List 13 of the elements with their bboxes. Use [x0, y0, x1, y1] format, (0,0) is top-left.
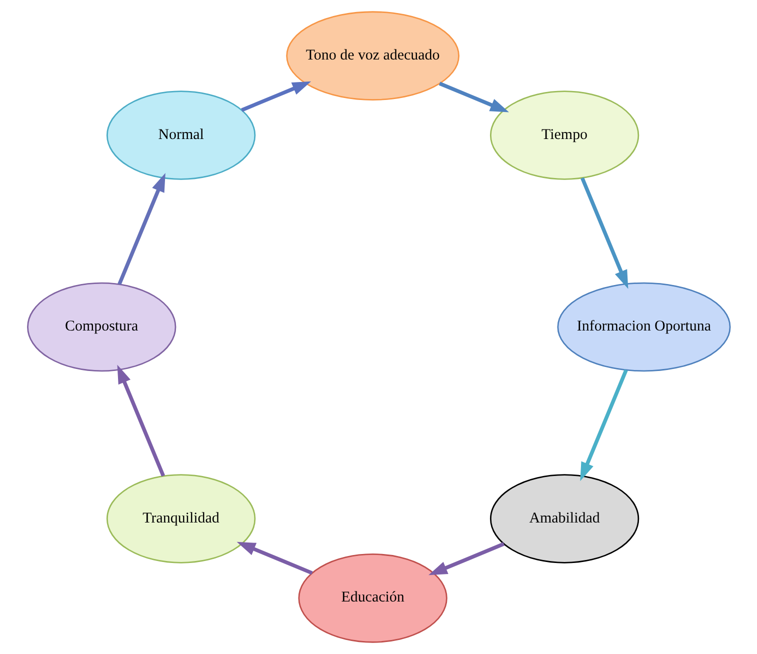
arrow	[240, 81, 311, 112]
arrow	[580, 177, 628, 289]
node-ellipse: Informacion Oportuna	[556, 282, 730, 372]
node-ellipse: Amabilidad	[489, 474, 639, 564]
node-ellipse: Compostura	[26, 282, 176, 372]
arrow	[428, 542, 504, 576]
arrow	[236, 542, 312, 575]
arrow	[580, 369, 628, 482]
arrow	[438, 82, 508, 112]
arrow	[117, 173, 165, 285]
arrow	[116, 364, 165, 477]
node-ellipse: Normal	[106, 90, 256, 180]
node-ellipse: Tono de voz adecuado	[286, 11, 459, 100]
